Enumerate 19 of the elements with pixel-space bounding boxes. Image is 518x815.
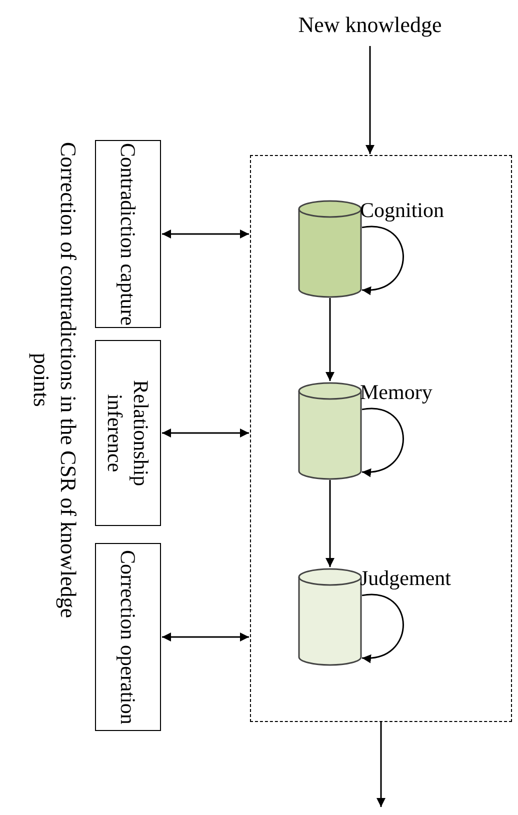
self-loop-arrow bbox=[362, 408, 404, 476]
process-box: Contradiction capture bbox=[95, 140, 161, 328]
node-label: Cognition bbox=[360, 198, 444, 223]
arrow bbox=[376, 722, 386, 807]
process-box: Relationship inference bbox=[95, 340, 161, 526]
self-loop-arrow bbox=[362, 594, 404, 662]
node-label: Memory bbox=[360, 380, 432, 405]
dashed-boundary-box bbox=[250, 155, 512, 722]
self-loop-arrow bbox=[362, 226, 404, 294]
arrow bbox=[326, 298, 334, 381]
node-label: Judgement bbox=[360, 566, 451, 591]
arrow bbox=[366, 46, 374, 154]
double-arrow bbox=[162, 632, 249, 642]
double-arrow bbox=[162, 428, 249, 438]
process-box: Correction operation bbox=[95, 543, 161, 731]
side-caption: Correction of contradictions in the CSR of knowledge points bbox=[28, 141, 82, 620]
node-label: New knowledge bbox=[290, 12, 450, 46]
arrow bbox=[326, 480, 334, 567]
double-arrow bbox=[162, 230, 249, 238]
